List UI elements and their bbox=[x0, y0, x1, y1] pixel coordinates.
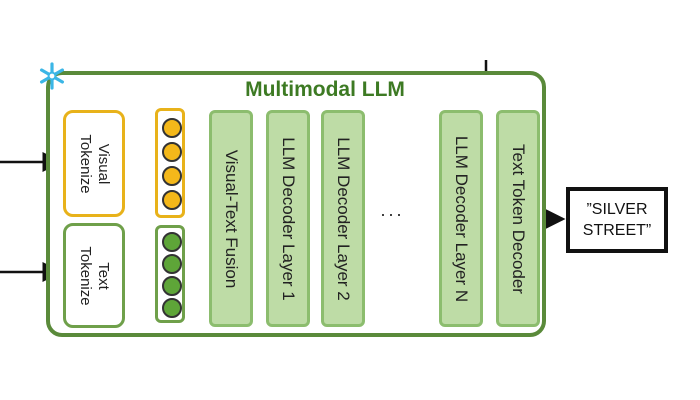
visual-token bbox=[162, 142, 182, 162]
text-token-column bbox=[155, 225, 185, 323]
decoder-layer-1: LLM Decoder Layer 1 bbox=[266, 110, 310, 327]
fusion-layer: Visual-Text Fusion bbox=[209, 110, 253, 327]
visual-token bbox=[162, 166, 182, 186]
decoder-layer-2-label: LLM Decoder Layer 2 bbox=[334, 136, 353, 301]
text-token-decoder: Text Token Decoder bbox=[496, 110, 540, 327]
text-token bbox=[162, 232, 182, 252]
decoder-layer-1-label: LLM Decoder Layer 1 bbox=[279, 136, 298, 301]
output-text: ”SILVER STREET” bbox=[582, 201, 652, 239]
snowflake-icon bbox=[39, 62, 64, 90]
visual-token-column bbox=[155, 108, 185, 218]
text-tokenizer-label: Text Tokenize bbox=[77, 245, 112, 306]
visual-token bbox=[162, 118, 182, 138]
fusion-layer-label: Visual-Text Fusion bbox=[222, 149, 241, 288]
decoder-layer-n: LLM Decoder Layer N bbox=[439, 110, 483, 327]
text-token bbox=[162, 298, 182, 318]
text-token-decoder-label: Text Token Decoder bbox=[509, 143, 528, 294]
output-box: ”SILVER STREET” bbox=[566, 187, 668, 253]
decoder-layer-2: LLM Decoder Layer 2 bbox=[321, 110, 365, 327]
diagram-title: Multimodal LLM bbox=[245, 78, 405, 101]
text-token bbox=[162, 254, 182, 274]
text-tokenizer-box: Text Tokenize bbox=[63, 223, 125, 328]
visual-tokenizer-label: Visual Tokenize bbox=[77, 133, 112, 194]
layer-ellipsis: ··· bbox=[380, 204, 404, 224]
visual-token bbox=[162, 190, 182, 210]
visual-tokenizer-box: Visual Tokenize bbox=[63, 110, 125, 217]
decoder-layer-n-label: LLM Decoder Layer N bbox=[452, 135, 471, 302]
text-token bbox=[162, 276, 182, 296]
